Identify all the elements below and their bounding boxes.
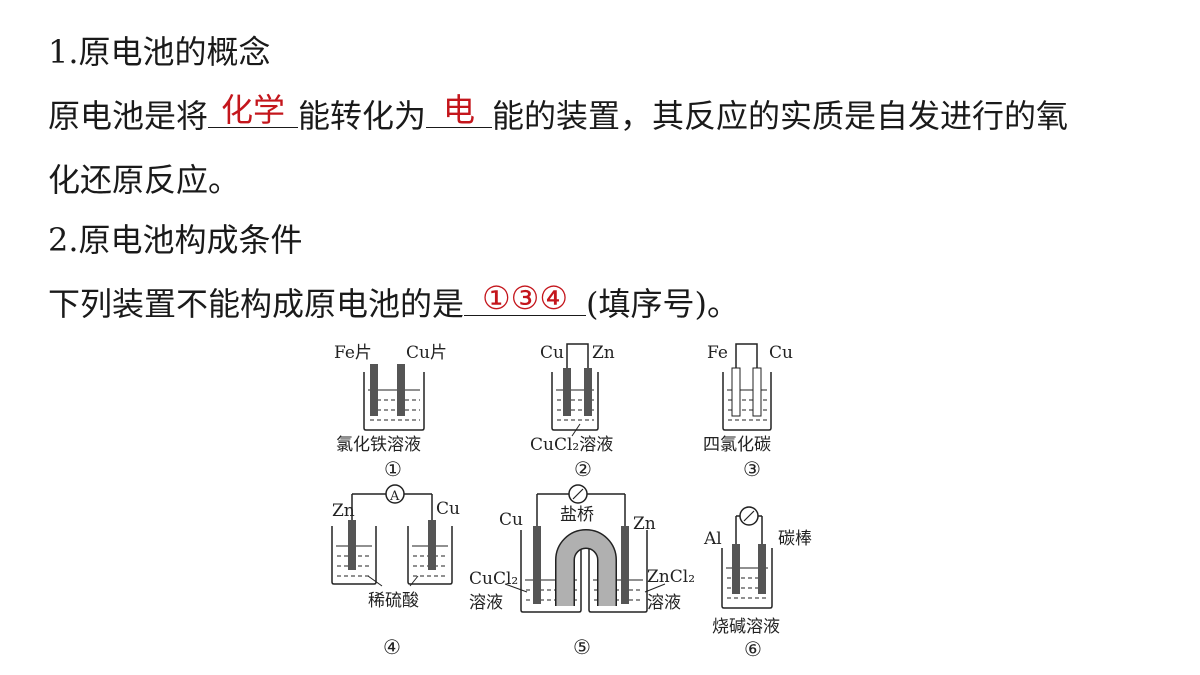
fig5-right-solution-2: 溶液: [647, 593, 681, 613]
section1-sentence-cont: 化还原反应。: [48, 161, 241, 199]
fig6-carbon-rod: [758, 544, 766, 594]
salt-bridge: [556, 530, 616, 606]
answer-blank-1: 化学: [208, 93, 299, 128]
fig5-cu-electrode: [533, 526, 541, 604]
fig2-cu-electrode: [563, 368, 571, 416]
fig5-left-solution-1: CuCl₂: [469, 569, 518, 589]
fig5-pointer-right: [644, 583, 666, 593]
fig6-left-label: Al: [703, 529, 722, 549]
fig2-number: ②: [574, 457, 592, 481]
fig5-bridge-label: 盐桥: [560, 505, 594, 525]
sentence-part2: 能转化为: [298, 97, 427, 135]
fig4-right-label: Cu: [436, 499, 460, 519]
fig5-left-solution-2: 溶液: [469, 593, 503, 613]
fig5-right-label: Zn: [633, 514, 656, 534]
fig6-al-electrode: [732, 544, 740, 594]
fig3-fe-electrode: [731, 367, 741, 417]
answer-blank-2: 电: [426, 93, 493, 128]
fig4-pointer-left: [367, 575, 383, 587]
fig1-right-label: Cu片: [406, 343, 447, 363]
fig5-pointer-left: [504, 583, 528, 593]
fig5-left-label: Cu: [499, 510, 523, 530]
fig4-solution-label: 稀硫酸: [368, 591, 419, 611]
fig2-right-label: Zn: [592, 343, 615, 363]
fig5-beaker-right: [588, 530, 648, 613]
fig6-beaker: [721, 548, 773, 609]
section1-sentence: 原电池是将化学能转化为电能的装置，其反应的实质是自发进行的氧: [48, 93, 1069, 136]
figure-3: Fe Cu 四氯化碳 ③: [703, 340, 833, 485]
figure-5: 盐桥 Cu Zn CuCl₂ 溶液 ZnCl₂ 溶液 ⑤: [465, 480, 705, 664]
fig3-cu-electrode: [752, 367, 762, 417]
fig6-solution-label: 烧碱溶液: [712, 617, 780, 637]
galvanometer-needle: [572, 488, 584, 500]
fig3-number: ③: [743, 457, 761, 481]
fig1-solution-lines: [370, 399, 420, 421]
fig4-number: ④: [383, 635, 401, 659]
fig4-beaker-right: [407, 526, 453, 585]
fig2-solution-label: CuCl₂溶液: [530, 435, 613, 455]
section2-heading: 2.原电池构成条件: [48, 221, 303, 259]
fig5-number: ⑤: [573, 635, 591, 659]
sentence-part1: 原电池是将: [48, 97, 209, 135]
figure-4: A Zn Cu 稀硫酸 ④: [328, 482, 468, 662]
ammeter-icon: [385, 484, 405, 504]
fig4-beaker-left: [331, 526, 377, 585]
fig1-left-label: Fe片: [334, 343, 372, 363]
galvanometer-needle-2: [743, 510, 755, 522]
fig4-zn-electrode: [348, 520, 356, 570]
figure-2: Cu Zn CuCl₂溶液 ②: [530, 340, 660, 485]
figure-6: Al 碳棒 烧碱溶液 ⑥: [700, 492, 830, 662]
sentence-part3: 能的装置，其反应的实质是自发进行的氧: [492, 97, 1069, 135]
section1-heading: 1.原电池的概念: [48, 33, 271, 71]
fig2-left-label: Cu: [540, 343, 564, 363]
fig5-zn-electrode: [621, 526, 629, 604]
fig4-pointer-right: [409, 575, 419, 587]
figure-1: Fe片 Cu片 氯化铁溶液 ①: [330, 340, 460, 485]
fig1-beaker: [363, 372, 425, 431]
fig2-beaker: [551, 372, 599, 431]
fig3-left-label: Fe: [707, 343, 728, 363]
fig6-number: ⑥: [744, 637, 762, 661]
question-suffix: (填序号)。: [586, 285, 739, 323]
fig5-right-solution-1: ZnCl₂: [647, 567, 695, 587]
fig5-beaker-left: [520, 530, 582, 613]
fig1-solution-label: 氯化铁溶液: [336, 435, 421, 455]
fig1-fe-electrode: [370, 364, 378, 416]
fig1-number: ①: [384, 457, 402, 481]
fig2-wire: [566, 343, 589, 368]
fig3-solution-label: 四氯化碳: [703, 435, 771, 455]
fig1-cu-electrode: [397, 364, 405, 416]
fig3-right-label: Cu: [769, 343, 793, 363]
fig4-left-label: Zn: [332, 501, 355, 521]
answer-blank-3: ①③④: [464, 281, 587, 316]
fig6-right-label: 碳棒: [778, 529, 812, 549]
fig2-pointer: [571, 423, 581, 437]
fig4-cu-electrode: [428, 520, 436, 570]
question-prompt: 下列装置不能构成原电池的是: [48, 285, 465, 323]
fig4-meter-label: A: [389, 489, 400, 504]
fig3-wire: [735, 343, 758, 368]
fig2-zn-electrode: [584, 368, 592, 416]
fig3-beaker: [722, 372, 772, 431]
